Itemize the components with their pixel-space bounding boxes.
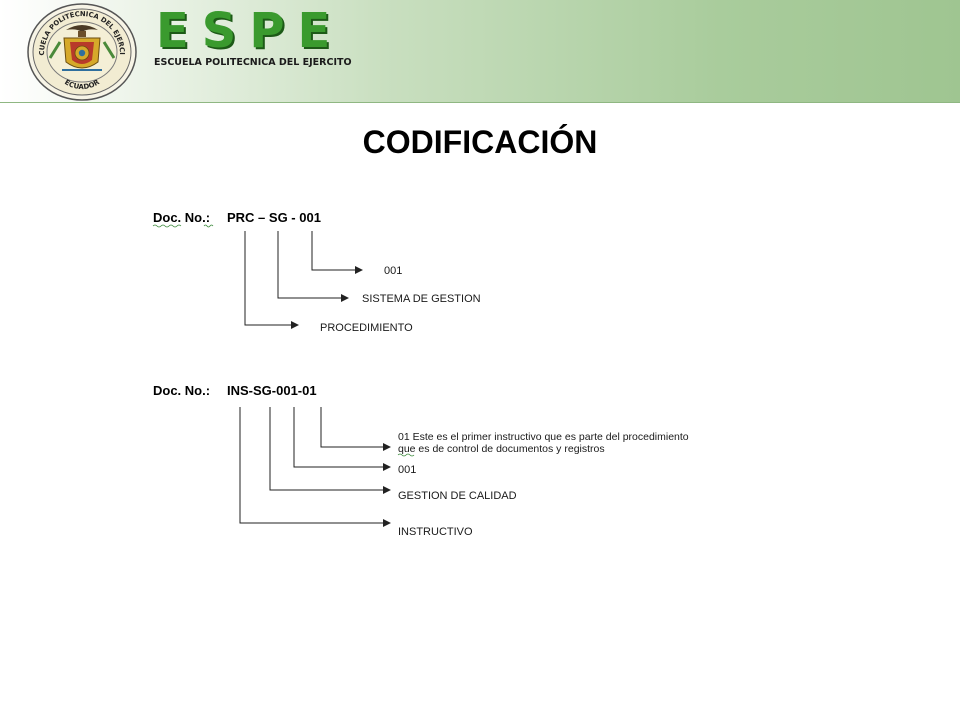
- connector-001: [311, 231, 363, 274]
- label-001: 001: [384, 265, 402, 277]
- connector-instructivo: [239, 407, 391, 527]
- connector-001-b: [293, 407, 391, 471]
- header-banner: ESCUELA POLITECNICA DEL EJERCITO ECUADOR…: [0, 0, 960, 103]
- label-instructivo: INSTRUCTIVO: [398, 526, 473, 538]
- label-001-b: 001: [398, 464, 416, 476]
- spellcheck-underline: [397, 453, 415, 457]
- connector-01-note: [320, 407, 391, 451]
- brand-subtitle: ESCUELA POLITECNICA DEL EJERCITO: [154, 57, 352, 68]
- doc-code-1: PRC – SG - 001: [227, 210, 321, 225]
- note-line-2: que es de control de documentos y regist…: [398, 443, 605, 455]
- diagram-prc: Doc. No.: PRC – SG - 001 001 SISTEMA DE …: [152, 210, 481, 334]
- diagram-ins: Doc. No.: INS-SG-001-01 01 Este es el pr…: [153, 383, 689, 538]
- connector-gestion-calidad: [269, 407, 391, 494]
- doc-label-2: Doc. No.:: [153, 383, 210, 398]
- page-title: CODIFICACIÓN: [362, 124, 598, 160]
- brand-wordmark: ESPE: [156, 3, 344, 59]
- doc-code-2: INS-SG-001-01: [227, 383, 317, 398]
- label-sistema-gestion: SISTEMA DE GESTION: [362, 293, 481, 305]
- note-line-1: 01 Este es el primer instructivo que es …: [398, 431, 689, 443]
- spellcheck-underline: [152, 224, 182, 228]
- connector-sistema-gestion: [277, 231, 349, 302]
- espe-seal-logo: ESCUELA POLITECNICA DEL EJERCITO ECUADOR: [26, 2, 137, 101]
- svg-text:ECUADOR: ECUADOR: [63, 78, 101, 91]
- label-procedimiento: PROCEDIMIENTO: [320, 322, 413, 334]
- label-gestion-calidad: GESTION DE CALIDAD: [398, 490, 517, 502]
- connector-procedimiento: [244, 231, 299, 329]
- doc-label-1: Doc. No.:: [153, 210, 210, 225]
- spellcheck-underline: [203, 224, 214, 228]
